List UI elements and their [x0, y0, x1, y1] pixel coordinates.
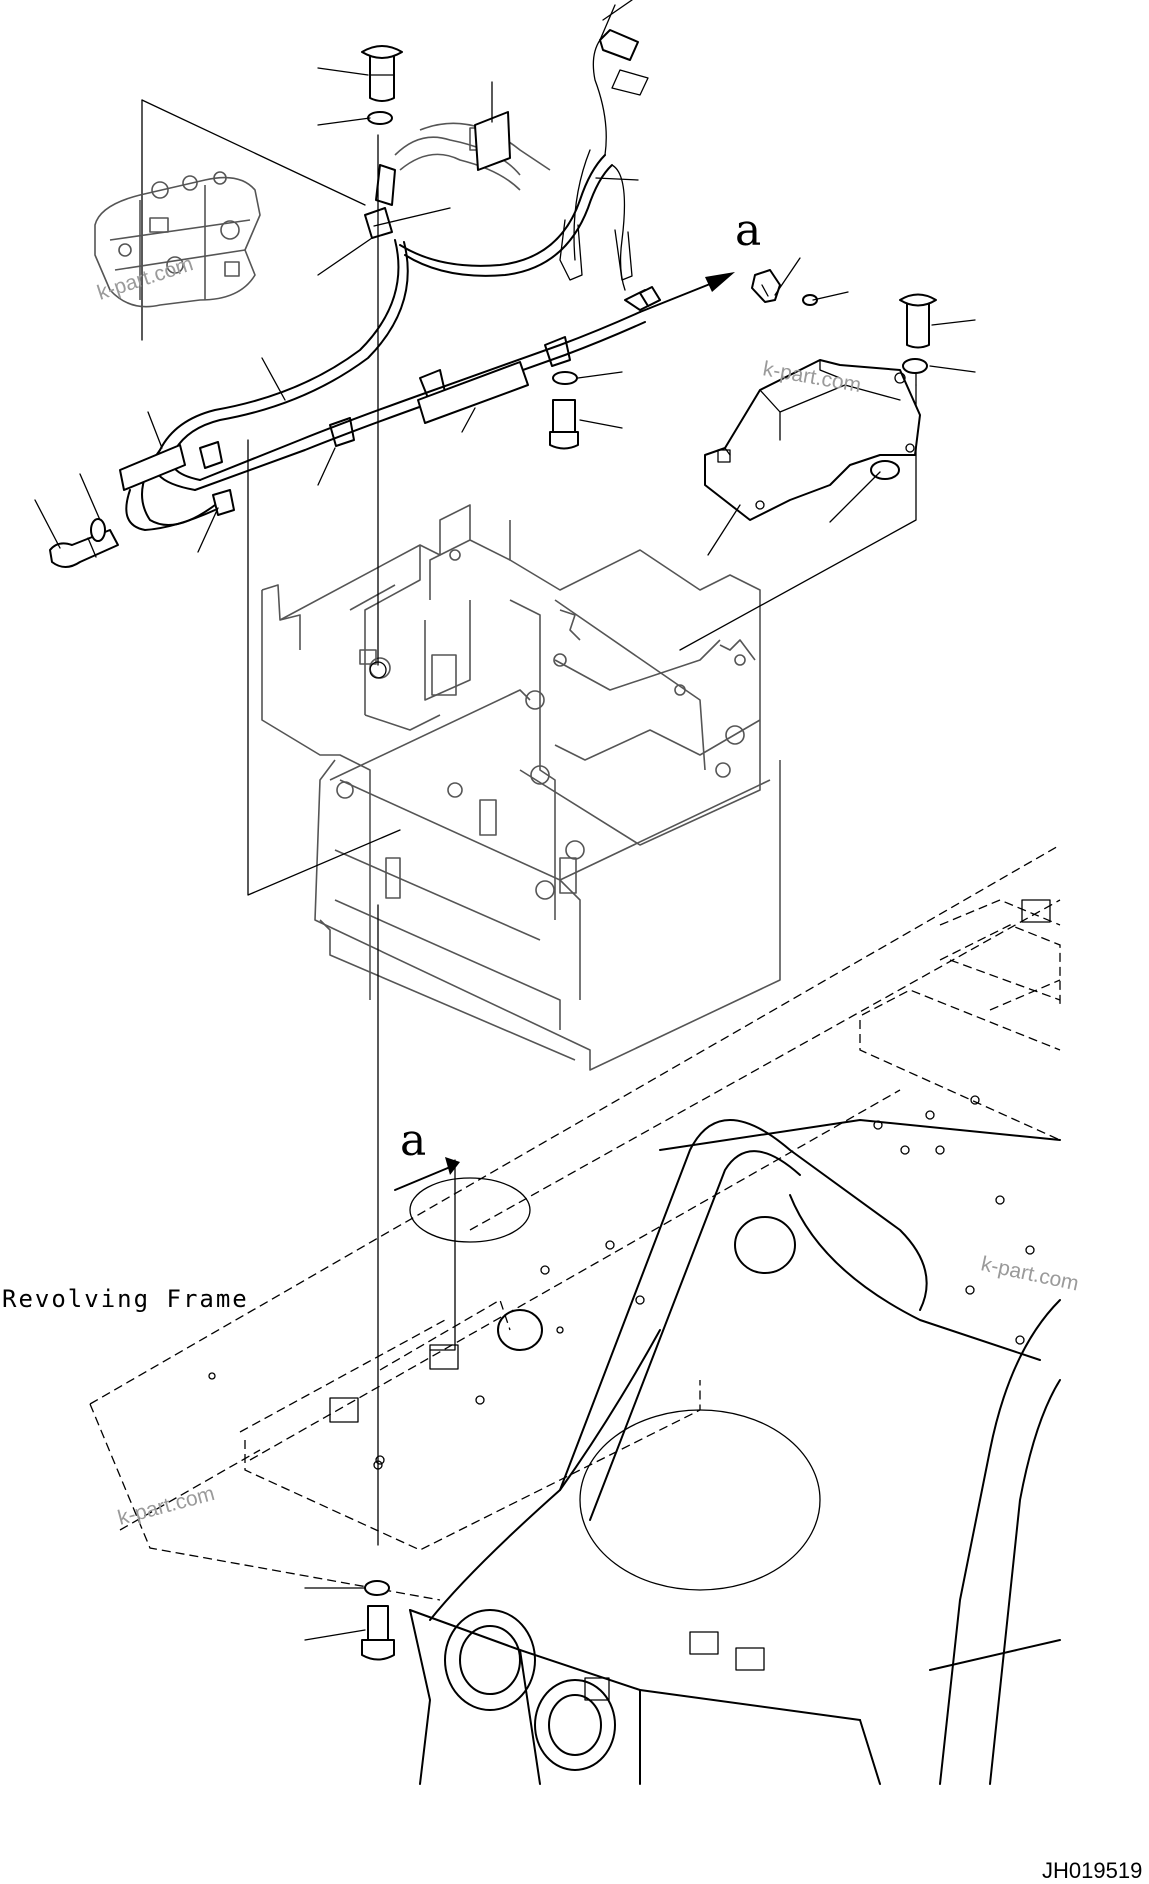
view-label-a-top: a: [735, 205, 761, 256]
view-label-a-bottom: a: [400, 1115, 426, 1166]
watermark-3: k-part.com: [979, 1252, 1081, 1295]
wiring-harness: [119, 4, 661, 531]
washer-bottom: [364, 1580, 390, 1596]
pump-assembly: [94, 171, 261, 308]
reference-lines: [141, 99, 917, 1546]
sensor-plug: [751, 269, 781, 303]
view-arrow-top: a: [639, 205, 761, 313]
o-ring: [802, 294, 818, 306]
bolt-mid: [549, 399, 579, 450]
washer-right: [902, 358, 928, 374]
bolt-bottom: [361, 1605, 395, 1661]
washer-top: [367, 111, 393, 125]
bolt-top: [361, 45, 403, 102]
washer-left: [90, 518, 106, 542]
bolt-right: [899, 293, 937, 349]
drawing-code: JH019519: [1042, 1858, 1142, 1883]
battery-stand: [261, 504, 781, 1071]
hardware: [49, 45, 937, 1661]
watermarks: k-part.com k-part.com k-part.com k-part.…: [94, 252, 1080, 1530]
washer-mid: [552, 371, 578, 385]
revolving-frame: [89, 844, 1061, 1785]
view-arrow-bottom: a: [394, 1115, 460, 1191]
callout-leaders: [34, 0, 976, 1641]
frame-label: Revolving Frame: [2, 1285, 249, 1313]
watermark-1: k-part.com: [94, 252, 195, 305]
watermark-4: k-part.com: [115, 1482, 217, 1530]
